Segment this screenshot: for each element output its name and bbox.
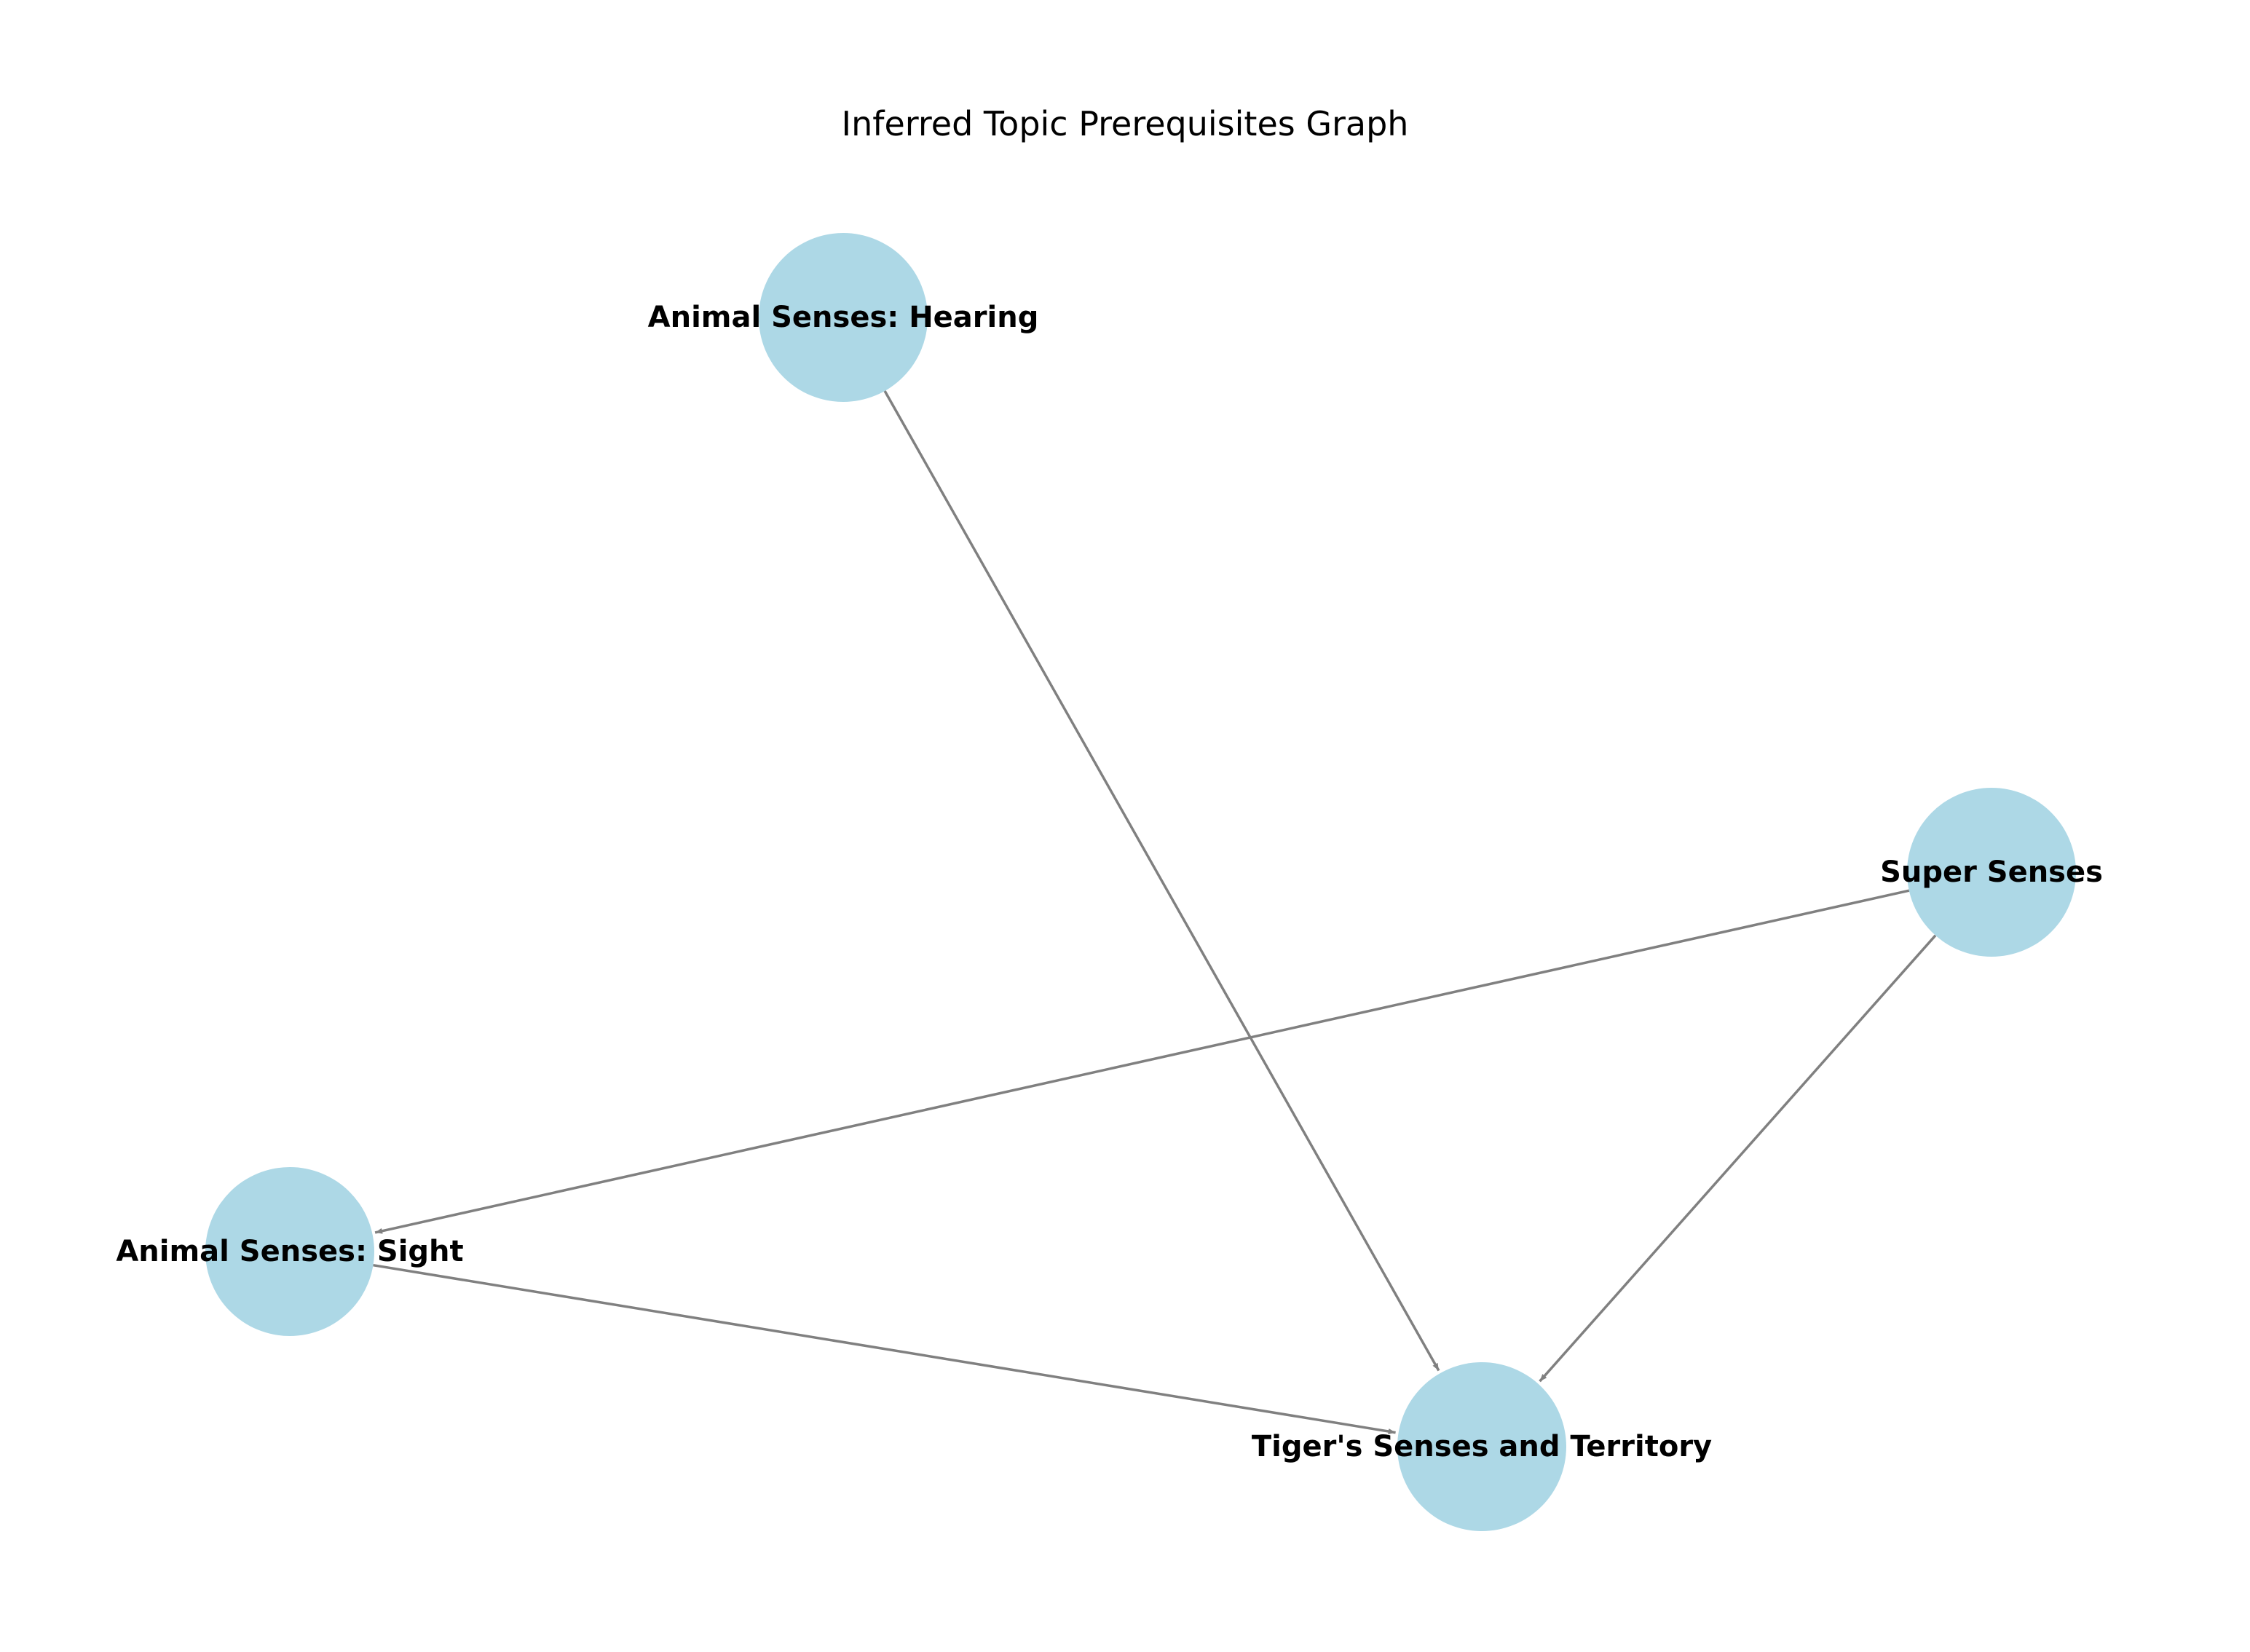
nodes-layer bbox=[205, 233, 2076, 1531]
node-sight bbox=[205, 1167, 374, 1336]
node-tiger bbox=[1397, 1362, 1566, 1531]
edge-super-to-tiger bbox=[1539, 934, 1937, 1383]
diagram-title: Inferred Topic Prerequisites Graph bbox=[842, 104, 1409, 143]
node-label-sight: Animal Senses: Sight bbox=[116, 1235, 463, 1268]
edge-hearing-to-tiger bbox=[883, 390, 1440, 1372]
node-label-super: Super Senses bbox=[1880, 855, 2103, 889]
edges-layer bbox=[373, 390, 1937, 1434]
node-label-tiger: Tiger's Senses and Territory bbox=[1252, 1430, 1712, 1463]
edge-sight-to-tiger bbox=[373, 1263, 1396, 1434]
node-label-hearing: Animal Senses: Hearing bbox=[648, 301, 1039, 334]
edge-super-to-sight bbox=[374, 889, 1910, 1234]
node-super bbox=[1907, 788, 2076, 957]
node-hearing bbox=[759, 233, 928, 402]
